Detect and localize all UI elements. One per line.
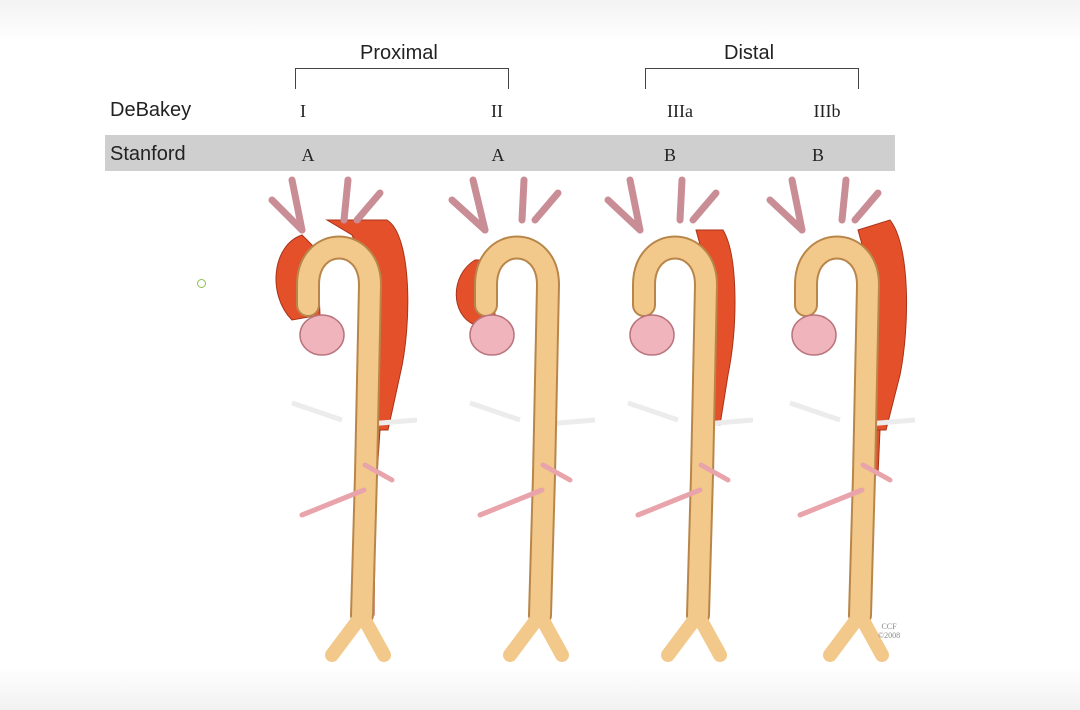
aorta-lumen [806,248,868,616]
debakey-type-i: I [300,101,306,122]
iliac-arteries [830,615,882,655]
stanford-type-col1: A [302,145,315,166]
debakey-row-label: DeBakey [110,99,191,122]
stanford-type-col3: B [664,145,676,166]
renal-arteries [470,403,595,425]
visceral-branches [302,465,392,515]
aorta-lumen [308,248,370,616]
renal-arteries [790,403,915,425]
copyright-line1: CCF [878,622,900,631]
aorta-figure-type-i [262,175,432,665]
heart [470,315,514,355]
branch-vessels [608,180,716,230]
aorta-lumen [486,248,548,616]
iliac-arteries [332,615,384,655]
iliac-arteries [510,615,562,655]
renal-arteries [628,403,753,425]
copyright-mark: CCF ©2008 [878,622,900,640]
debakey-type-iiia: IIIa [667,101,693,122]
visceral-branches [638,465,728,515]
heart [300,315,344,355]
aorta-figure-type-ii [440,175,610,665]
distal-bracket [645,68,859,89]
branch-vessels [770,180,878,230]
pointer-dot [197,279,206,288]
iliac-arteries [668,615,720,655]
debakey-type-iiib: IIIb [814,101,841,122]
aorta-lumen [644,248,706,616]
stanford-row-label: Stanford [110,143,186,166]
distal-label: Distal [724,42,774,65]
proximal-label: Proximal [360,42,438,65]
renal-arteries [292,403,417,425]
stanford-type-col4: B [812,145,824,166]
copyright-line2: ©2008 [878,631,900,640]
aorta-figure-type-iiia [598,175,768,665]
proximal-bracket [295,68,509,89]
visceral-branches [800,465,890,515]
debakey-type-ii: II [491,101,503,122]
heart [630,315,674,355]
visceral-branches [480,465,570,515]
branch-vessels [452,180,558,230]
stanford-type-col2: A [492,145,505,166]
aorta-figure-type-iiib [760,175,930,665]
heart [792,315,836,355]
